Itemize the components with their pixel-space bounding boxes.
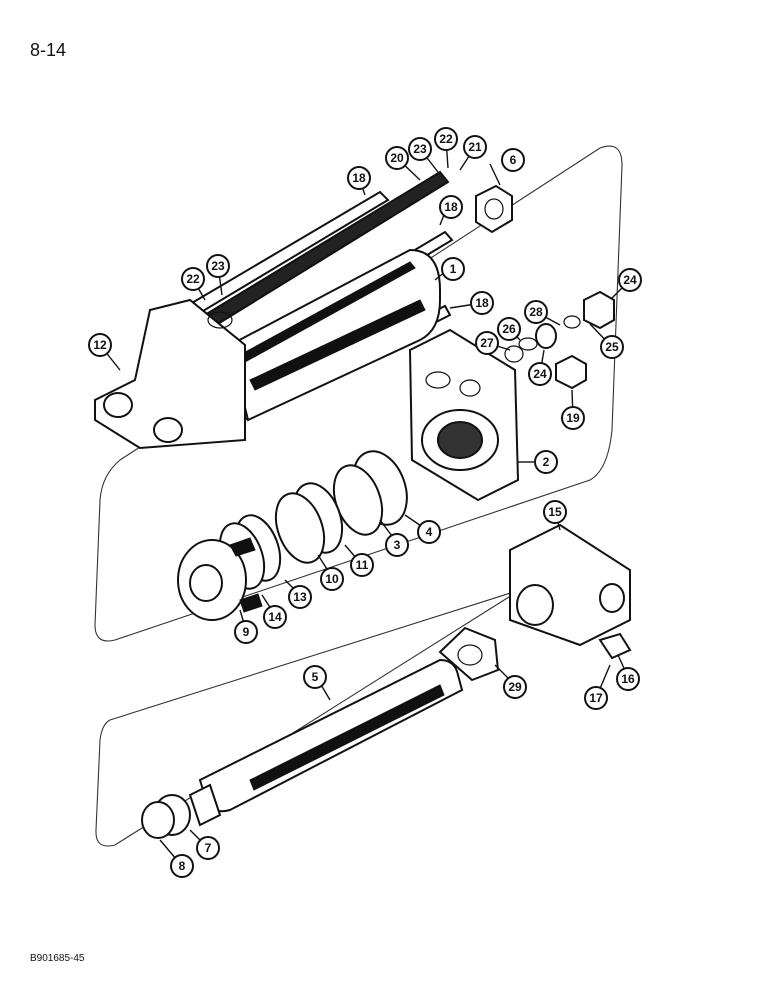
callout-23-a: 23 <box>408 137 432 161</box>
svg-text:2: 2 <box>543 455 550 469</box>
svg-text:13: 13 <box>293 590 307 604</box>
svg-text:24: 24 <box>623 273 637 287</box>
svg-text:16: 16 <box>621 672 635 686</box>
svg-text:7: 7 <box>205 841 212 855</box>
callout-18-b: 18 <box>439 195 463 219</box>
callout-12: 12 <box>88 333 112 357</box>
piston-rod <box>188 658 464 827</box>
rod-nut-rings <box>141 794 191 839</box>
callout-18-a: 18 <box>347 166 371 190</box>
rod-clevis <box>509 523 632 660</box>
svg-text:22: 22 <box>186 272 200 286</box>
callout-3: 3 <box>385 533 409 557</box>
callout-6: 6 <box>501 148 525 172</box>
callout-5: 5 <box>303 665 327 689</box>
callout-29: 29 <box>503 675 527 699</box>
document-code: B901685-45 <box>30 953 85 964</box>
svg-text:29: 29 <box>508 680 522 694</box>
callout-13: 13 <box>288 585 312 609</box>
svg-text:26: 26 <box>502 322 516 336</box>
callout-11: 11 <box>350 553 374 577</box>
callout-14: 14 <box>263 605 287 629</box>
piston <box>177 537 263 621</box>
callout-1: 1 <box>441 257 465 281</box>
svg-text:12: 12 <box>93 338 107 352</box>
svg-text:1: 1 <box>450 262 457 276</box>
callout-27: 27 <box>475 331 499 355</box>
callout-9: 9 <box>234 620 258 644</box>
svg-text:28: 28 <box>529 305 543 319</box>
svg-text:6: 6 <box>510 153 517 167</box>
callout-26: 26 <box>497 317 521 341</box>
svg-text:25: 25 <box>605 340 619 354</box>
callout-2: 2 <box>534 450 558 474</box>
callout-8: 8 <box>170 854 194 878</box>
callout-22-b: 22 <box>181 267 205 291</box>
svg-text:10: 10 <box>325 572 339 586</box>
svg-text:11: 11 <box>356 558 369 572</box>
svg-text:19: 19 <box>566 411 580 425</box>
port-fittings <box>504 290 615 390</box>
assembly-outline <box>94 145 623 847</box>
svg-text:18: 18 <box>444 200 458 214</box>
callout-21: 21 <box>463 135 487 159</box>
callout-25: 25 <box>600 335 624 359</box>
hex-nut-6 <box>475 184 513 234</box>
svg-text:27: 27 <box>480 336 494 350</box>
callout-4: 4 <box>417 520 441 544</box>
retainer-plate <box>438 626 500 682</box>
svg-text:14: 14 <box>268 610 282 624</box>
page-number: 8-14 <box>30 40 67 60</box>
svg-text:9: 9 <box>243 625 250 639</box>
svg-text:24: 24 <box>533 367 547 381</box>
svg-text:18: 18 <box>352 171 366 185</box>
callout-18-c: 18 <box>470 291 494 315</box>
svg-text:20: 20 <box>390 151 404 165</box>
svg-text:18: 18 <box>475 296 489 310</box>
svg-text:21: 21 <box>468 140 482 154</box>
rod-head <box>408 328 520 502</box>
callout-7: 7 <box>196 836 220 860</box>
callout-19: 19 <box>561 406 585 430</box>
svg-text:15: 15 <box>548 505 562 519</box>
callout-24-b: 24 <box>528 362 552 386</box>
callout-28: 28 <box>524 300 548 324</box>
callout-17: 17 <box>584 686 608 710</box>
svg-text:23: 23 <box>413 142 427 156</box>
svg-text:3: 3 <box>394 538 401 552</box>
svg-text:23: 23 <box>211 259 225 273</box>
base-end-cap <box>94 298 246 450</box>
cylinder-barrel <box>228 248 441 422</box>
callout-10: 10 <box>320 567 344 591</box>
svg-text:5: 5 <box>312 670 319 684</box>
svg-text:17: 17 <box>589 691 603 705</box>
svg-text:22: 22 <box>439 132 453 146</box>
callout-22-a: 22 <box>434 127 458 151</box>
svg-text:8: 8 <box>179 859 186 873</box>
callout-23-b: 23 <box>206 254 230 278</box>
svg-text:4: 4 <box>426 525 433 539</box>
callout-20: 20 <box>385 146 409 170</box>
callout-24-a: 24 <box>618 268 642 292</box>
callout-15: 15 <box>543 500 567 524</box>
callout-16: 16 <box>616 667 640 691</box>
